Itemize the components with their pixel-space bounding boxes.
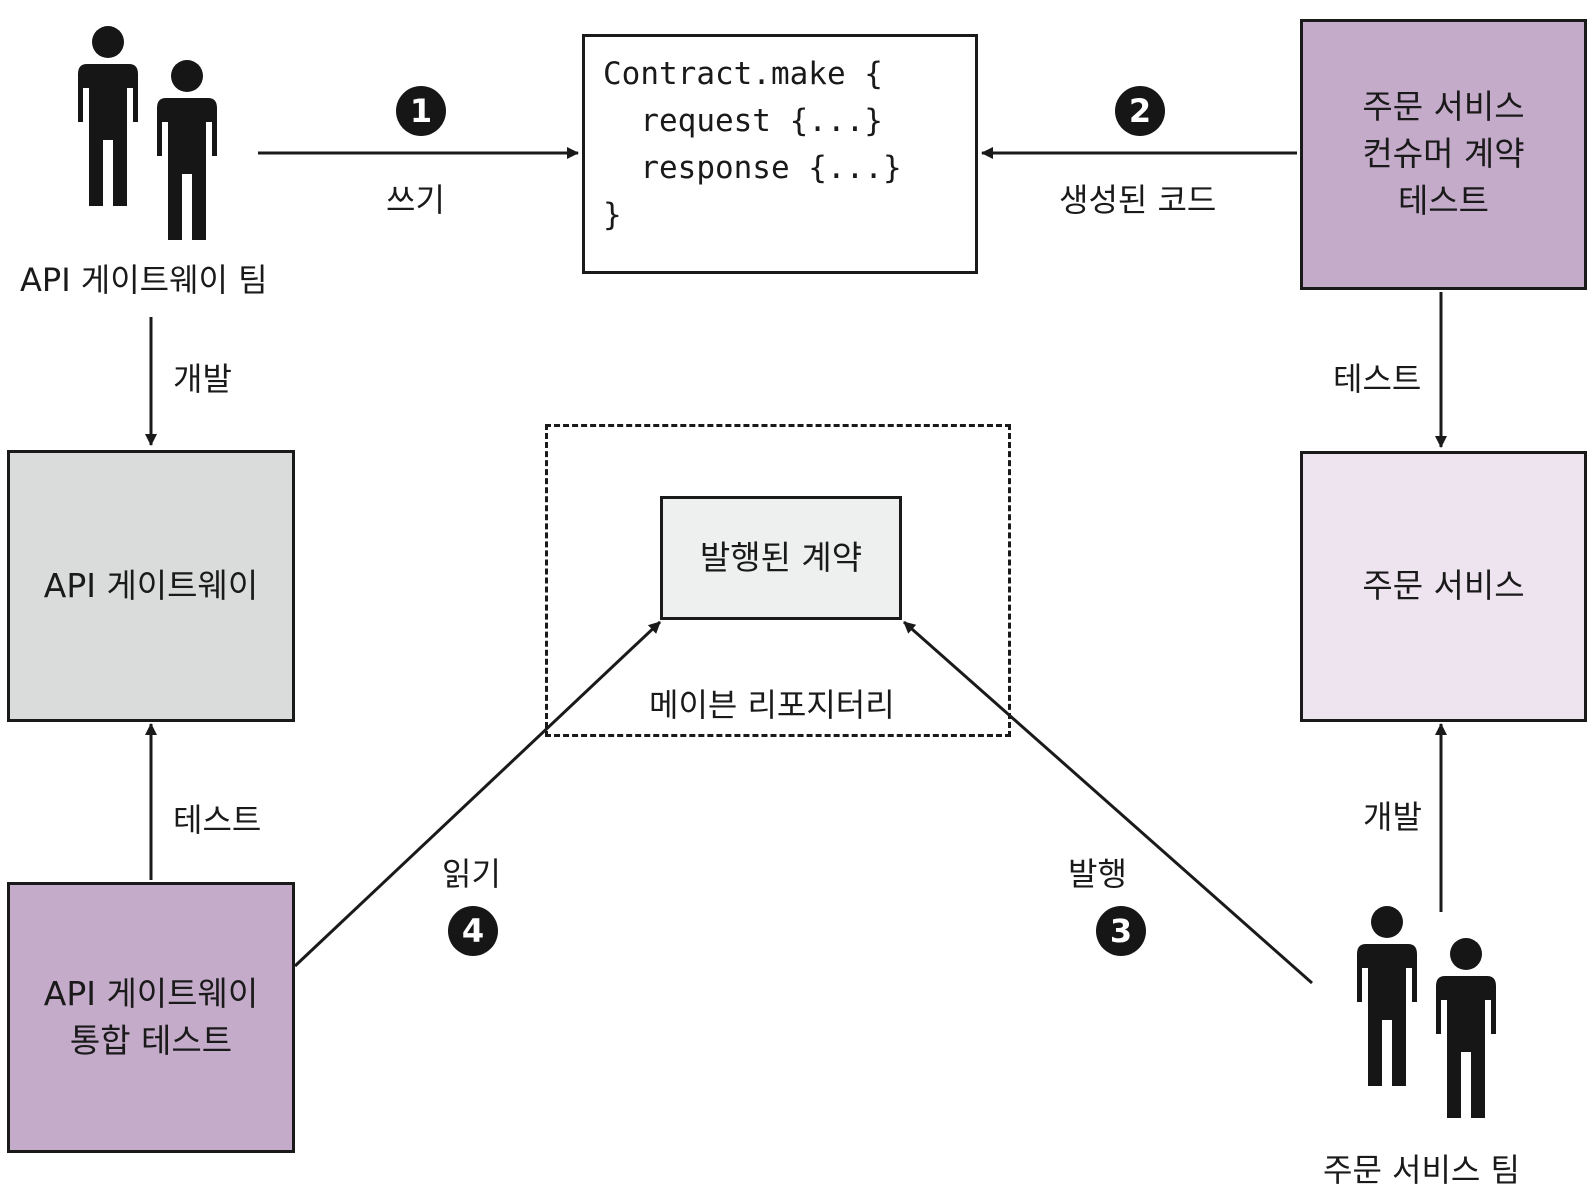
published-contract-box: 발행된 계약 [660, 496, 902, 620]
edge-label-publish: 발행 [1068, 855, 1127, 893]
box-line: 컨슈머 계약 [1362, 134, 1525, 174]
maven-repository-frame [545, 424, 1011, 737]
team-people-icon [78, 26, 217, 240]
code-line: Contract.make { [603, 56, 883, 92]
code-line: request {...} [603, 103, 883, 139]
edge-label-develop-left: 개발 [173, 360, 232, 398]
step-badge-4: 4 [448, 906, 498, 956]
consumer-contract-test-box: 주문 서비스 컨슈머 계약 테스트 [1300, 19, 1587, 290]
edge-label-test-left: 테스트 [173, 801, 262, 839]
arrow-read [293, 620, 662, 968]
order-service-box: 주문 서비스 [1300, 451, 1587, 722]
maven-repository-label: 메이븐 리포지터리 [649, 686, 895, 724]
team-people-icon [1357, 906, 1496, 1118]
arrow-publish [903, 620, 1313, 985]
integration-test-box: API 게이트웨이 통합 테스트 [7, 882, 295, 1153]
order-service-team-label: 주문 서비스 팀 [1323, 1151, 1520, 1189]
box-line: 테스트 [1397, 180, 1490, 220]
code-line: response {...} [603, 150, 902, 186]
edge-label-develop-right: 개발 [1363, 798, 1422, 836]
step-badge-2: 2 [1115, 86, 1165, 136]
edge-label-write: 쓰기 [386, 181, 445, 219]
api-gateway-box: API 게이트웨이 [7, 450, 295, 722]
edge-label-test-right: 테스트 [1333, 360, 1422, 398]
box-line: 주문 서비스 [1362, 87, 1525, 127]
box-line: 통합 테스트 [69, 1020, 233, 1060]
api-gateway-team-label: API 게이트웨이 팀 [20, 261, 268, 299]
box-line: API 게이트웨이 [43, 973, 259, 1013]
step-badge-1: 1 [396, 86, 446, 136]
contract-code-box: Contract.make { request {...} response {… [582, 34, 978, 274]
edge-label-generated-code: 생성된 코드 [1059, 181, 1217, 219]
step-badge-3: 3 [1096, 906, 1146, 956]
edge-label-read: 읽기 [442, 855, 501, 893]
code-line: } [603, 197, 622, 233]
